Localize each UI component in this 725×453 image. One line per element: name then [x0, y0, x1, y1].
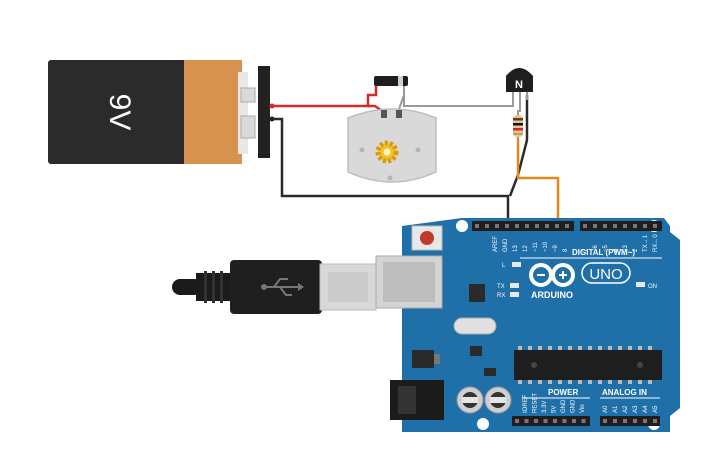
pin-label: 4	[613, 248, 619, 252]
diode[interactable]	[374, 76, 408, 92]
battery-clip	[258, 66, 270, 158]
analog-pin-label: A4	[643, 405, 649, 413]
motor-terminal-left	[381, 110, 387, 118]
pin-label: ~5	[603, 244, 609, 252]
led-l	[512, 262, 521, 267]
led-rx	[510, 292, 519, 297]
battery-label: 9V	[103, 94, 136, 131]
analog-header	[600, 416, 660, 426]
power-pin-label: RESET	[533, 393, 539, 413]
battery-lead-negative[interactable]	[269, 116, 275, 122]
power-pin-label: GND	[561, 399, 567, 413]
battery-cap	[184, 60, 242, 164]
pin-label: 13	[513, 245, 519, 252]
digital-header-left	[472, 221, 574, 231]
analog-pin-label: A2	[623, 405, 629, 413]
wire-transistor-emitter[interactable]	[508, 95, 529, 197]
analog-label: ANALOG IN	[602, 388, 647, 397]
crystal-oscillator	[453, 317, 497, 335]
arduino-brand-text: ARDUINO	[531, 290, 573, 300]
power-label: POWER	[548, 388, 578, 397]
battery-body	[48, 60, 188, 164]
pin-label: 8	[563, 248, 569, 252]
wire-battery-negative[interactable]	[272, 117, 510, 224]
transistor-body	[506, 68, 533, 92]
pin-label: AREF	[493, 236, 499, 252]
usb-cable[interactable]	[172, 260, 377, 314]
pin-label: ~10	[543, 241, 549, 252]
digital-pwm-label: DIGITAL (PWM~)	[572, 248, 635, 257]
wire-battery-positive[interactable]	[272, 85, 378, 108]
pin-label: ~9	[553, 244, 559, 252]
analog-pin-label: A5	[653, 405, 659, 413]
uno-badge	[581, 262, 631, 284]
pin-label: ~6	[593, 244, 599, 252]
digital-header-right	[580, 221, 662, 231]
arduino-logo-icon	[529, 263, 575, 287]
battery-lead-positive[interactable]	[269, 103, 275, 109]
transistor-label: N	[515, 79, 523, 91]
led-l-label: L	[502, 263, 506, 269]
pin-label: ~3	[623, 244, 629, 252]
pin-label: ~11	[533, 242, 539, 252]
power-pin-label: GND	[571, 399, 577, 413]
regulator	[412, 350, 434, 368]
led-tx-label: TX	[497, 284, 505, 290]
analog-pin-label: A3	[633, 405, 639, 413]
led-on	[636, 282, 645, 287]
analog-pin-label: A1	[613, 405, 619, 413]
battery-9v[interactable]: 9V	[48, 60, 275, 164]
led-on-label: ON	[648, 284, 657, 290]
led-tx	[510, 283, 519, 288]
led-rx-label: RX	[497, 293, 505, 299]
wires	[272, 85, 560, 224]
pin-label: 12	[523, 245, 529, 252]
resistor[interactable]	[513, 110, 523, 140]
pin-label: 7	[583, 248, 589, 252]
battery-terminal-top	[240, 87, 256, 103]
uno-label: UNO	[589, 266, 622, 283]
wire-diode-to-transistor[interactable]	[403, 85, 514, 107]
motor-terminal-right	[396, 110, 402, 118]
arduino-uno-board[interactable]: AREF GND 13 12 ~11 ~10 ~9 8 7 ~6 ~5 4 ~3 2 TX→1 RX←0 DI…	[375, 218, 680, 432]
diode-band	[398, 76, 403, 86]
analog-pin-label: A0	[603, 405, 609, 413]
wire-resistor-pin9[interactable]	[516, 138, 560, 224]
power-pin-label: 3.3V	[542, 401, 548, 413]
power-pin-label: Vin	[580, 404, 586, 413]
pin-label: TX→1	[643, 234, 649, 252]
usb-chip	[469, 284, 485, 302]
battery-cap-lip	[238, 72, 248, 154]
usb-icon	[261, 278, 304, 296]
pin-label: GND	[503, 238, 509, 252]
power-header	[512, 416, 590, 426]
battery-terminal-bottom	[240, 115, 256, 139]
dc-motor[interactable]	[347, 108, 437, 183]
pin-label: RX←0	[653, 234, 659, 252]
pin-label: 2	[633, 248, 639, 252]
npn-transistor[interactable]: N	[506, 68, 533, 112]
power-pin-label: IOREF	[523, 394, 529, 413]
power-pin-label: 5V	[552, 406, 558, 413]
